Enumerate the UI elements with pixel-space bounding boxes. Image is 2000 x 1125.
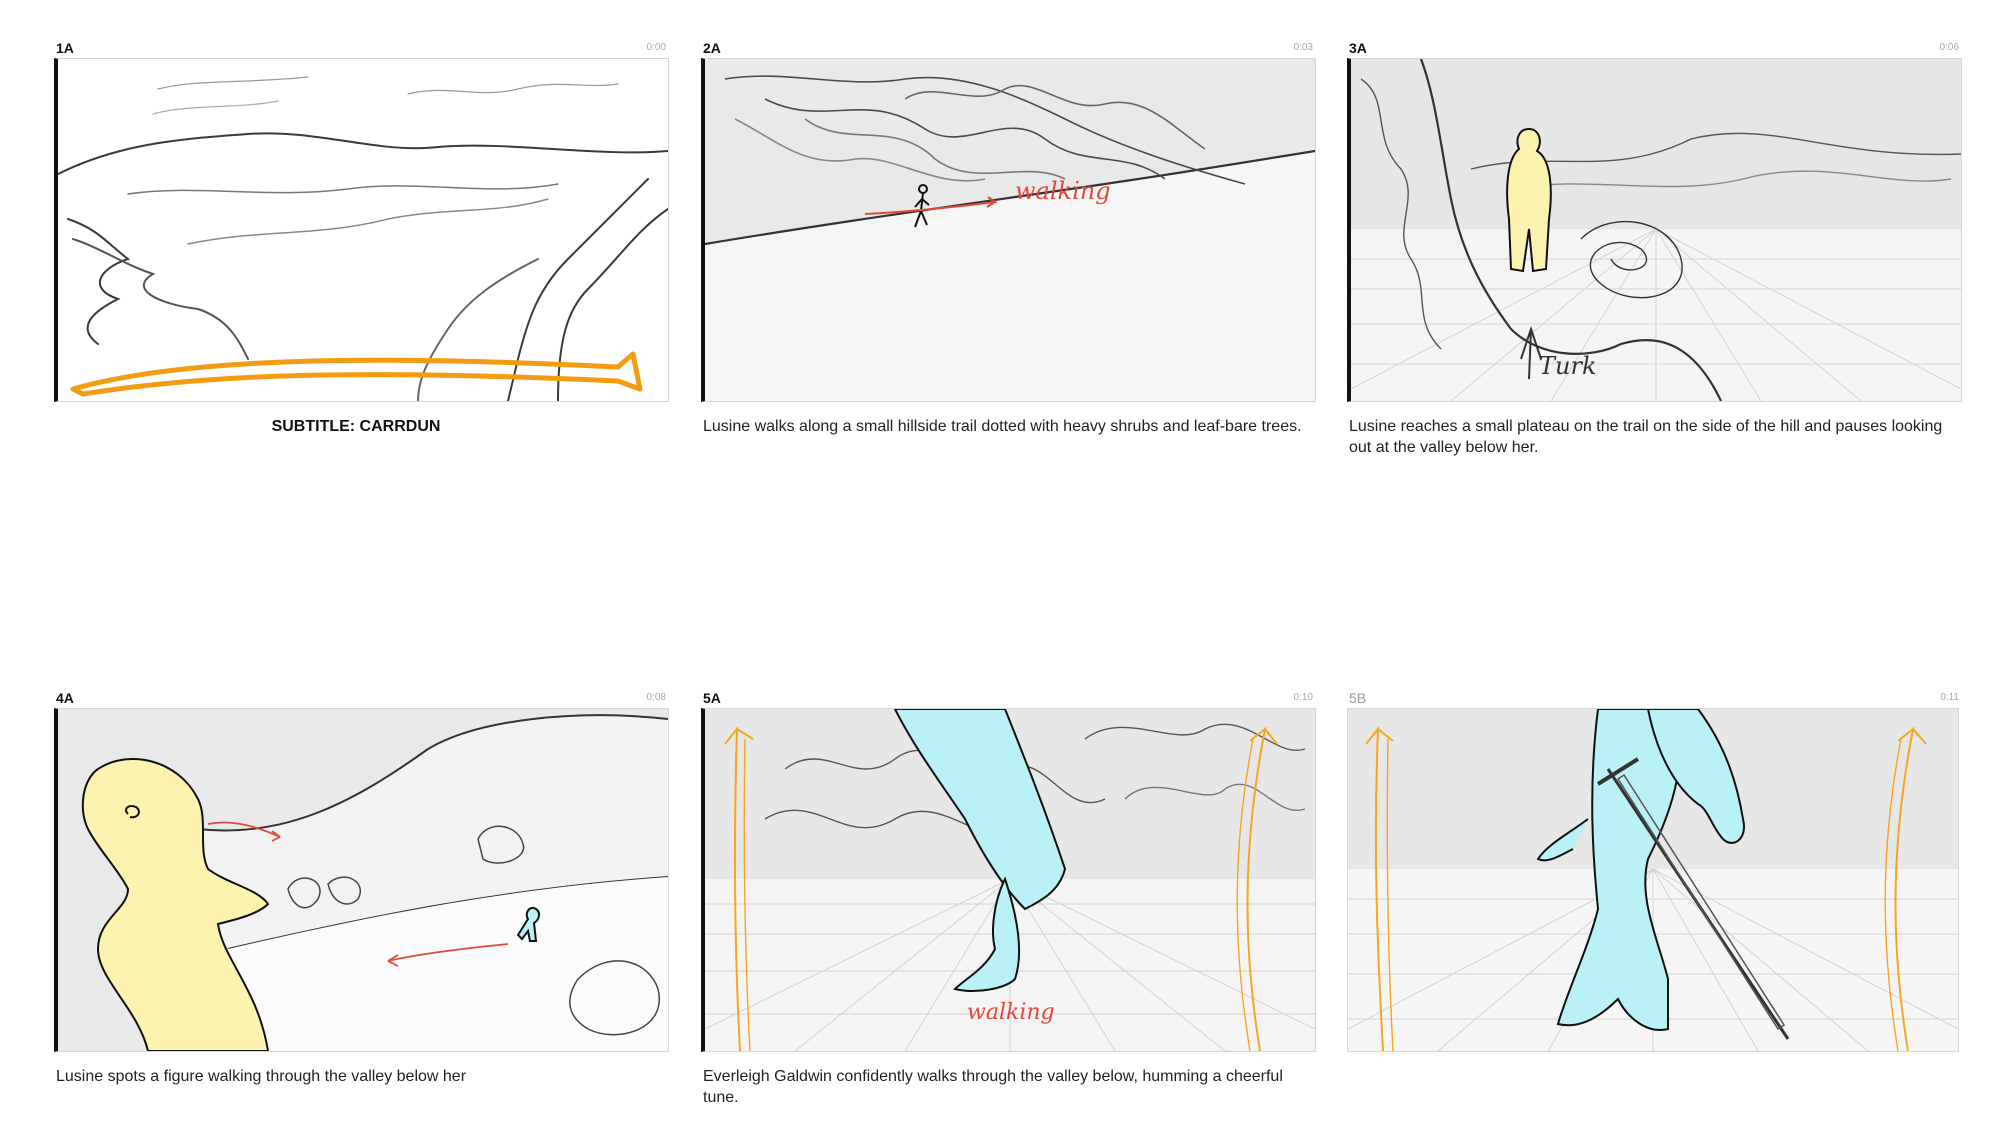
panel-5b[interactable]: 5B 0:11 bbox=[1347, 690, 1959, 1066]
sketch-artwork: walking bbox=[705, 709, 1315, 1051]
sketch-artwork bbox=[58, 76, 668, 401]
everleigh-legs bbox=[893, 709, 1067, 992]
sketch-artwork bbox=[1348, 709, 1958, 1051]
panel-caption: Lusine spots a figure walking through th… bbox=[56, 1068, 467, 1085]
panel-id: 1A bbox=[56, 40, 74, 56]
annotation-walking: walking bbox=[1015, 177, 1111, 205]
panel-1a[interactable]: 1A 0:00 SUBTITLE: CARRDUN bbox=[54, 40, 669, 437]
panel-3a[interactable]: 3A 0:06 Turk Lusine reaches a small bbox=[1347, 40, 1962, 458]
panel-frame[interactable]: walking bbox=[701, 708, 1316, 1052]
annotation-walking: walking bbox=[967, 1000, 1055, 1025]
sketch-artwork: walking bbox=[705, 59, 1315, 401]
panel-id: 5B bbox=[1349, 690, 1367, 706]
panel-2a[interactable]: 2A 0:03 walking Lusine walks along a sma… bbox=[701, 40, 1316, 437]
lusine-figure bbox=[1506, 127, 1552, 273]
everleigh-figure bbox=[1536, 709, 1745, 1031]
sword-icon bbox=[1596, 757, 1790, 1040]
panel-timecode: 0:03 bbox=[1293, 42, 1313, 53]
panel-timecode: 0:08 bbox=[646, 692, 666, 703]
panel-id: 3A bbox=[1349, 40, 1367, 56]
panel-timecode: 0:00 bbox=[646, 42, 666, 53]
panel-timecode: 0:10 bbox=[1293, 692, 1313, 703]
panel-5a[interactable]: 5A 0:10 bbox=[701, 690, 1316, 1108]
sketch-artwork bbox=[58, 709, 668, 1051]
panel-frame[interactable]: walking bbox=[701, 58, 1316, 402]
panel-frame[interactable] bbox=[54, 708, 669, 1052]
panel-4a[interactable]: 4A 0:08 bbox=[54, 690, 669, 1087]
panel-frame[interactable] bbox=[1347, 708, 1959, 1052]
panel-id: 2A bbox=[703, 40, 721, 56]
panel-timecode: 0:06 bbox=[1939, 42, 1959, 53]
panel-id: 5A bbox=[703, 690, 721, 706]
panel-frame[interactable] bbox=[54, 58, 669, 402]
panel-timecode: 0:11 bbox=[1940, 692, 1959, 703]
annotation-turk: Turk bbox=[1539, 352, 1596, 380]
panel-caption: SUBTITLE: CARRDUN bbox=[271, 418, 441, 435]
panel-caption: Everleigh Galdwin confidently walks thro… bbox=[703, 1068, 1283, 1106]
panel-frame[interactable]: Turk bbox=[1347, 58, 1962, 402]
panel-caption: Lusine walks along a small hillside trai… bbox=[703, 418, 1302, 435]
sketch-artwork: Turk bbox=[1351, 59, 1961, 401]
lusine-foreground-figure bbox=[81, 758, 270, 1051]
panel-caption: Lusine reaches a small plateau on the tr… bbox=[1349, 418, 1943, 456]
panel-id: 4A bbox=[56, 690, 74, 706]
